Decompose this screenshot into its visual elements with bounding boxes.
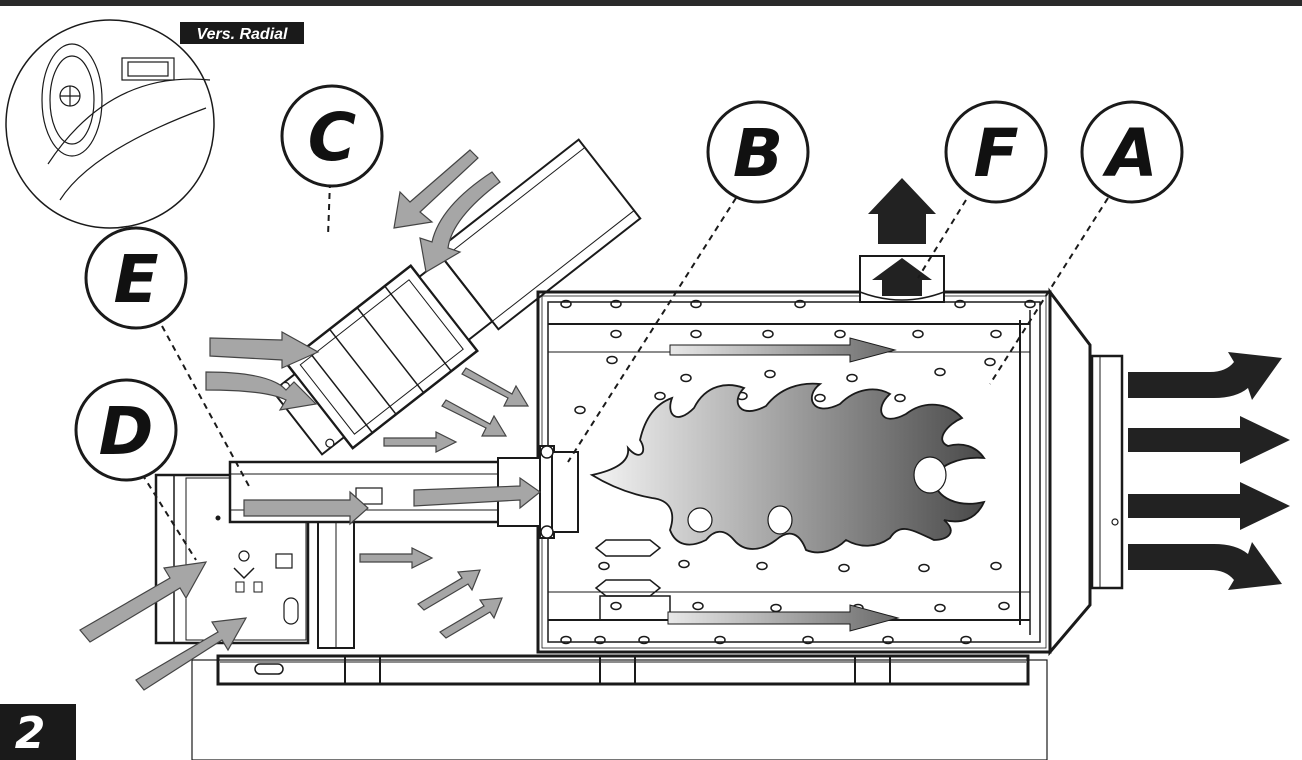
fan-motor-assembly (271, 138, 642, 456)
chamber-hole (794, 299, 806, 309)
chamber-hole (610, 329, 622, 339)
radial-inset: Vers. Radial (5, 19, 304, 229)
chamber-hole (762, 329, 774, 339)
chamber-hole (934, 367, 946, 377)
chamber-hole (638, 635, 650, 645)
chamber-hole (690, 329, 702, 339)
chamber-hole (764, 369, 776, 379)
heat-exchanger-arrows (667, 337, 900, 632)
top-border (0, 0, 1302, 6)
leader-lines (141, 181, 1109, 561)
svg-text:C: C (308, 99, 356, 176)
chamber-hole (984, 357, 996, 367)
chamber-hole (574, 405, 586, 415)
exhaust-arrows (1128, 352, 1290, 590)
chamber-hole (918, 563, 930, 573)
chamber-hole (606, 355, 618, 365)
air-intake-arrows (79, 149, 542, 691)
svg-text:F: F (973, 115, 1018, 192)
chamber-holes (560, 299, 1036, 645)
base-stand (191, 654, 1048, 760)
chamber-hole (882, 635, 894, 645)
chamber-hole (678, 559, 690, 569)
svg-text:D: D (99, 393, 154, 470)
chamber-hole (560, 299, 572, 309)
chamber-hole (814, 393, 826, 403)
chamber-hole (990, 329, 1002, 339)
chamber-hole (894, 393, 906, 403)
chamber-hole (1024, 299, 1036, 309)
callout-a: A (1080, 100, 1184, 204)
svg-text:E: E (113, 241, 158, 318)
svg-text:B: B (733, 115, 783, 192)
svg-text:Vers. Radial: Vers. Radial (196, 26, 288, 43)
callout-e: E (84, 226, 188, 330)
chamber-hole (560, 635, 572, 645)
figure-number-badge: 2 (0, 704, 76, 760)
chamber-hole (802, 635, 814, 645)
chamber-hole (654, 391, 666, 401)
chamber-hole (594, 635, 606, 645)
chamber-hole (846, 373, 858, 383)
chamber-hole (990, 561, 1002, 571)
chamber-hole (838, 563, 850, 573)
chimney-arrows (868, 178, 936, 296)
chamber-hole (954, 299, 966, 309)
burner-assembly (154, 445, 579, 649)
chamber-hole (934, 603, 946, 613)
chamber-hole (998, 601, 1010, 611)
chamber-hole (598, 561, 610, 571)
svg-text:2: 2 (15, 708, 46, 759)
chamber-hole (912, 329, 924, 339)
svg-text:A: A (1101, 115, 1157, 192)
chamber-hole (680, 373, 692, 383)
callout-d: D (74, 378, 178, 482)
flame (589, 382, 986, 554)
chamber-hole (610, 299, 622, 309)
chamber-hole (690, 299, 702, 309)
chamber-hole (692, 601, 704, 611)
chamber-hole (960, 635, 972, 645)
chamber-hole (756, 561, 768, 571)
chamber-hole (834, 329, 846, 339)
chamber-hole (714, 635, 726, 645)
callout-c: C (280, 84, 384, 188)
callout-f: F (944, 100, 1048, 204)
flame-cutouts (687, 456, 947, 535)
callout-b: B (706, 100, 810, 204)
chamber-hole (610, 601, 622, 611)
